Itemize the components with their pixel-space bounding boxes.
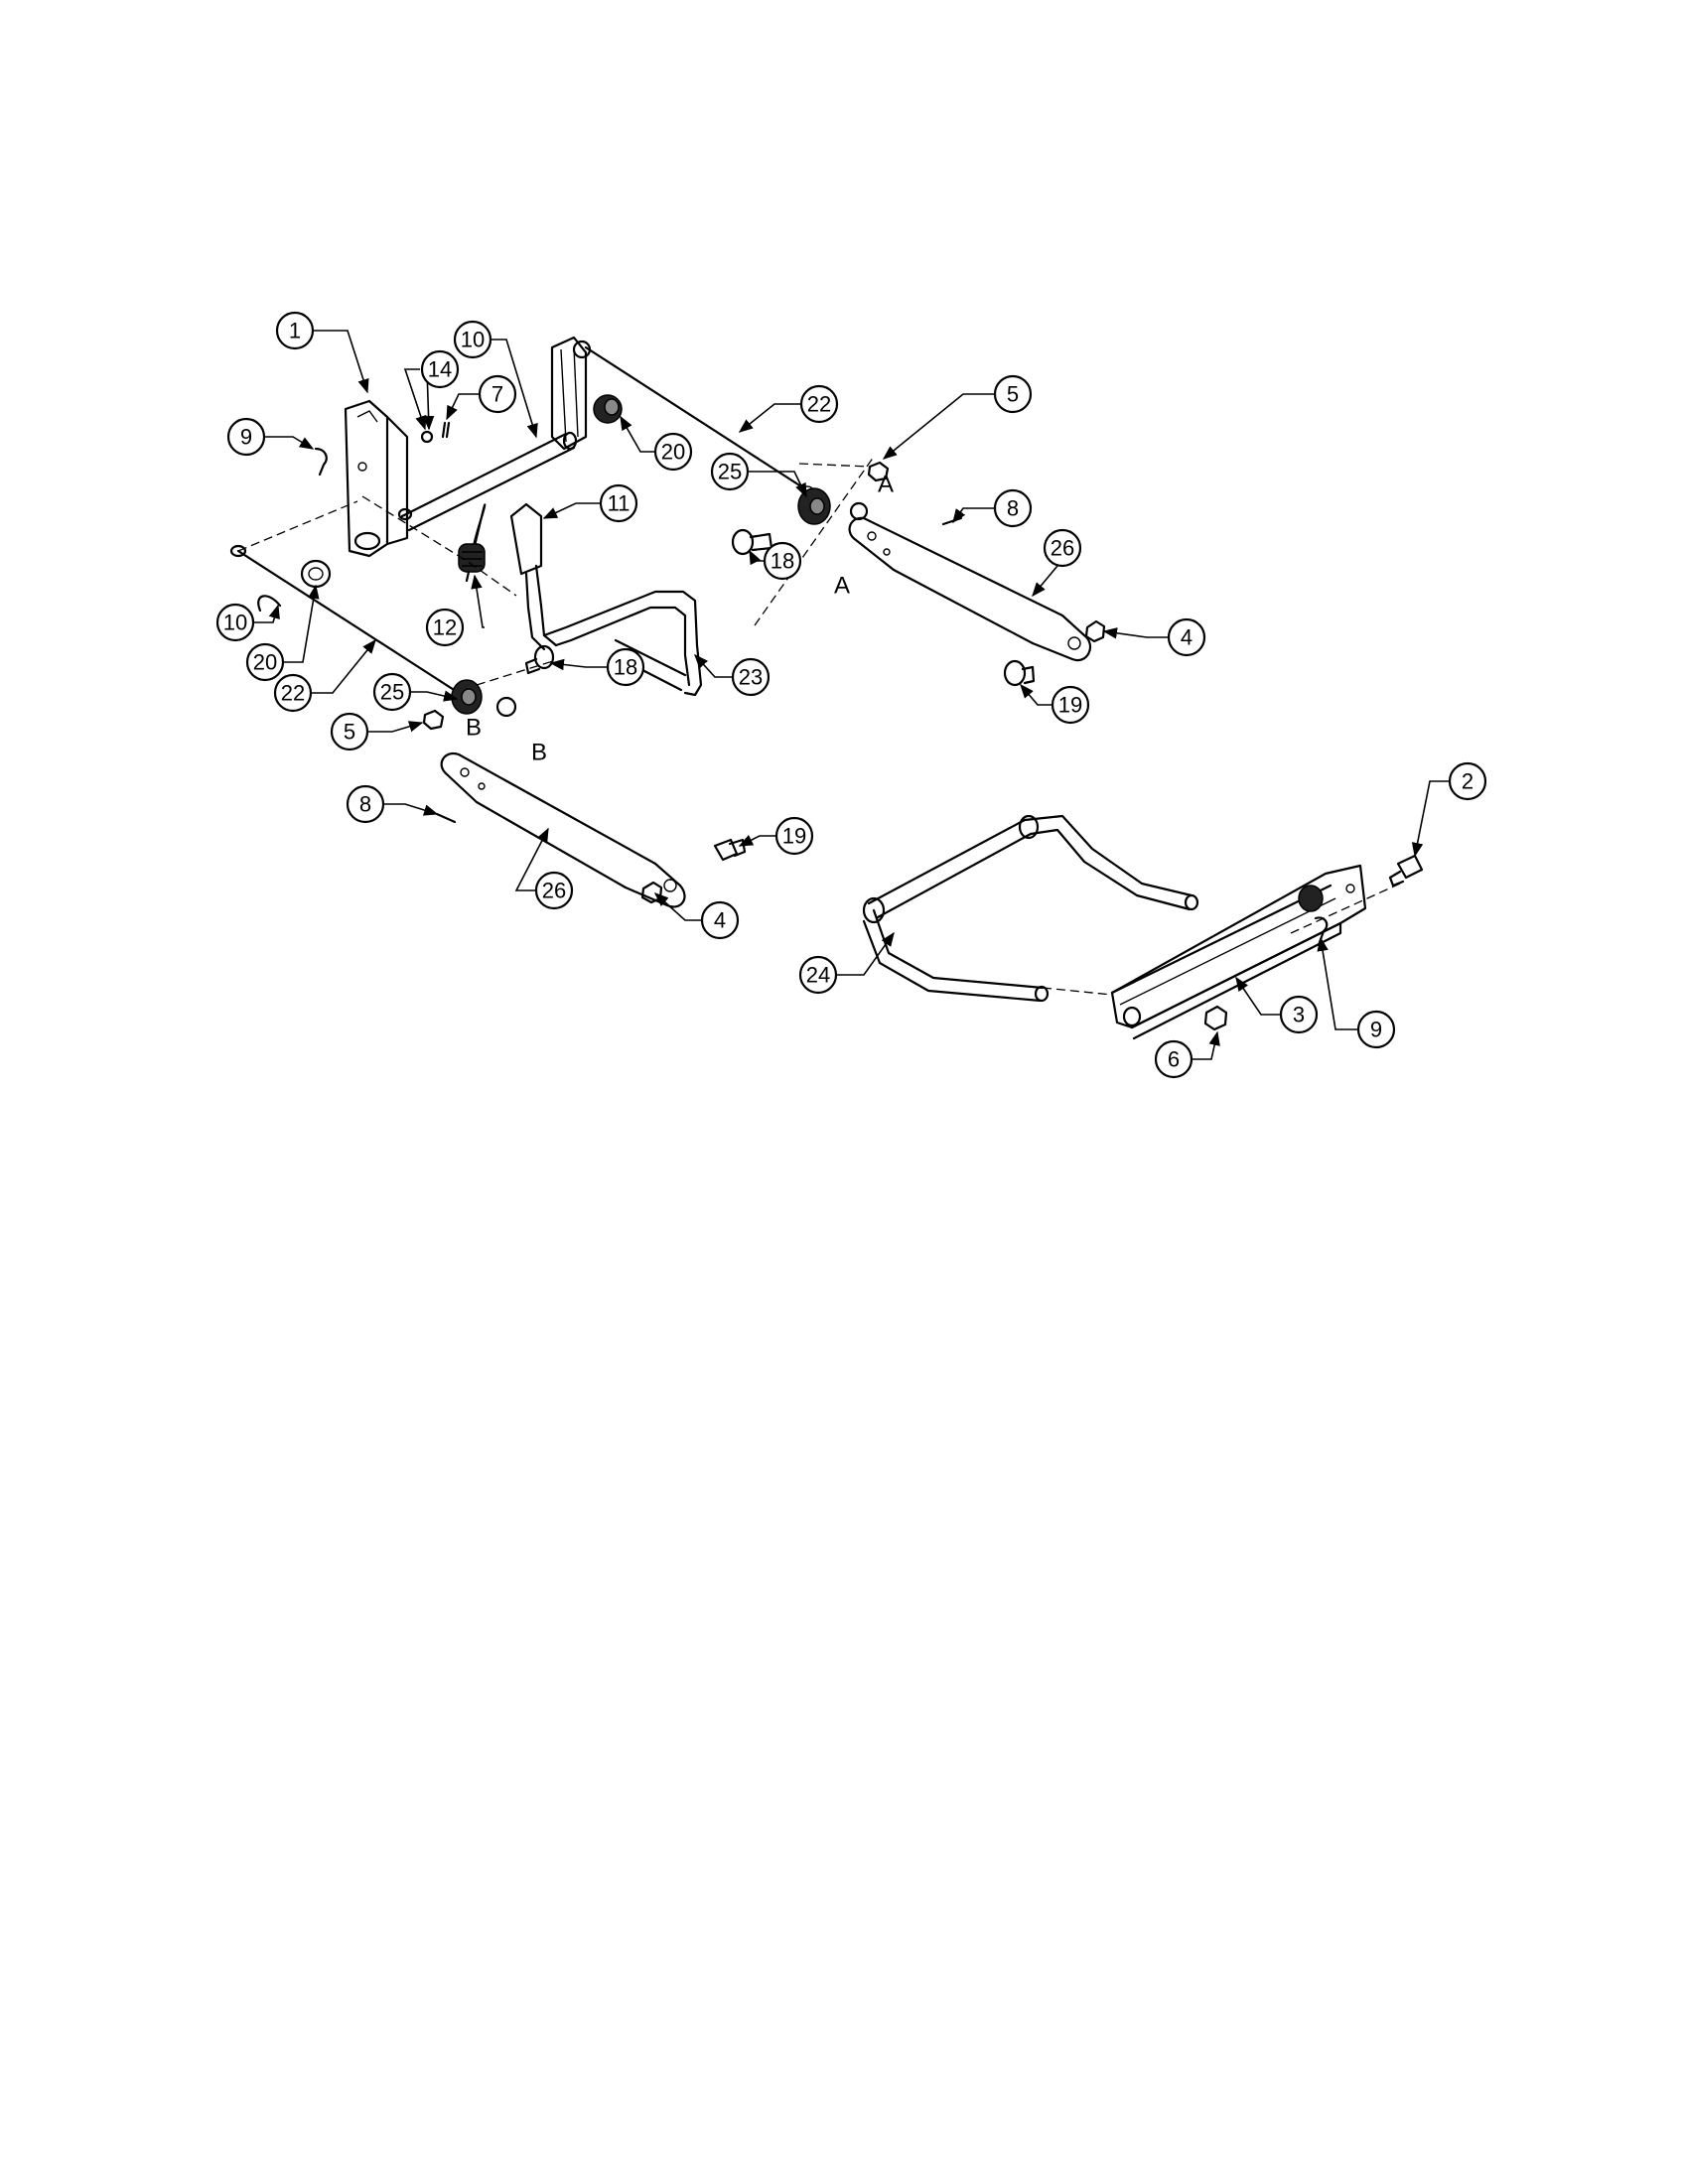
callout-8: 8 xyxy=(346,784,385,824)
hair-pin-left xyxy=(314,447,328,477)
svg-text:19: 19 xyxy=(782,824,806,849)
ref-letter-a-lower: A xyxy=(834,573,850,600)
callout-19: 19 xyxy=(774,816,814,856)
cotter-pin-upper xyxy=(941,516,963,526)
callout-7: 7 xyxy=(478,374,517,414)
bolt-arm-upper xyxy=(1003,659,1036,687)
callout-22: 22 xyxy=(799,384,839,424)
callout-2: 2 xyxy=(1448,761,1487,801)
svg-text:5: 5 xyxy=(344,720,355,745)
callout-20: 20 xyxy=(245,642,285,682)
svg-text:18: 18 xyxy=(614,655,637,680)
svg-text:8: 8 xyxy=(359,792,371,817)
ref-letter-b-lower: B xyxy=(531,740,547,766)
svg-text:5: 5 xyxy=(1007,382,1019,407)
callout-4: 4 xyxy=(1167,617,1206,657)
svg-text:2: 2 xyxy=(1462,769,1474,794)
svg-text:25: 25 xyxy=(380,680,404,705)
svg-text:4: 4 xyxy=(714,908,726,933)
callout-4: 4 xyxy=(700,900,740,940)
svg-text:3: 3 xyxy=(1293,1003,1305,1027)
callout-6: 6 xyxy=(1154,1039,1193,1079)
channel-plate xyxy=(1110,864,1367,1040)
svg-text:24: 24 xyxy=(806,963,830,988)
bracket-plate xyxy=(344,399,413,558)
svg-text:4: 4 xyxy=(1181,625,1193,650)
svg-text:14: 14 xyxy=(428,357,452,382)
callout-26: 26 xyxy=(534,871,574,910)
callout-5: 5 xyxy=(993,374,1033,414)
callout-10: 10 xyxy=(453,320,492,359)
nut-arm-upper xyxy=(1084,619,1106,643)
svg-text:18: 18 xyxy=(771,549,794,574)
callout-5: 5 xyxy=(330,712,369,751)
callout-26: 26 xyxy=(1043,528,1082,568)
clip-lower xyxy=(257,595,282,613)
svg-text:23: 23 xyxy=(739,665,763,690)
callout-8: 8 xyxy=(993,488,1033,528)
svg-text:12: 12 xyxy=(433,615,457,640)
svg-text:26: 26 xyxy=(1051,536,1074,561)
svg-text:20: 20 xyxy=(661,440,685,465)
callout-14: 14 xyxy=(420,349,460,389)
callout-10: 10 xyxy=(215,603,255,642)
callout-9: 9 xyxy=(226,417,266,457)
callout-3: 3 xyxy=(1279,995,1319,1034)
svg-text:8: 8 xyxy=(1007,496,1019,521)
nut-lower xyxy=(422,709,445,731)
pulley-lower xyxy=(451,679,517,718)
svg-text:9: 9 xyxy=(240,425,252,450)
nut-6 xyxy=(1203,1005,1228,1031)
rod-lower xyxy=(229,544,464,697)
callout-18: 18 xyxy=(763,541,802,581)
callout-11: 11 xyxy=(599,483,638,523)
callout-20: 20 xyxy=(653,432,693,472)
nut-upper xyxy=(867,461,890,482)
svg-text:11: 11 xyxy=(608,491,631,516)
bolt-2 xyxy=(1388,854,1424,887)
callout-9: 9 xyxy=(1356,1010,1396,1049)
lift-shaft xyxy=(862,814,1199,1003)
svg-text:25: 25 xyxy=(718,460,742,484)
svg-text:19: 19 xyxy=(1058,693,1082,718)
callout-1: 1 xyxy=(275,311,315,350)
callout-25: 25 xyxy=(710,452,750,491)
arm-upper xyxy=(848,516,1091,662)
svg-text:9: 9 xyxy=(1370,1018,1382,1042)
callout-18: 18 xyxy=(606,647,645,687)
bolt-lower xyxy=(524,644,555,675)
svg-text:7: 7 xyxy=(491,382,503,407)
handle-lever xyxy=(509,502,703,697)
callout-22: 22 xyxy=(273,673,313,713)
svg-text:6: 6 xyxy=(1168,1047,1180,1072)
ref-letter-a-upper: A xyxy=(878,472,894,498)
bushing-upper xyxy=(593,394,623,424)
svg-text:1: 1 xyxy=(289,319,301,343)
pivot-bracket xyxy=(550,336,592,451)
callout-25: 25 xyxy=(372,672,412,712)
bolt-arm-lower xyxy=(713,838,747,862)
svg-text:22: 22 xyxy=(281,681,305,706)
bolt-upper xyxy=(731,528,773,556)
svg-text:22: 22 xyxy=(807,392,831,417)
leader-lines xyxy=(253,330,1450,1060)
ref-letter-b-upper: B xyxy=(466,715,482,742)
svg-text:26: 26 xyxy=(542,879,566,903)
callout-23: 23 xyxy=(731,657,771,697)
bushing-lower xyxy=(300,559,332,589)
cotter-pin-7 xyxy=(441,421,451,439)
cotter-pin-lower xyxy=(435,812,457,824)
spring xyxy=(458,503,487,583)
svg-text:10: 10 xyxy=(461,328,485,352)
washer-14 xyxy=(420,430,434,444)
callout-24: 24 xyxy=(798,955,838,995)
hair-pin-right xyxy=(1314,916,1329,947)
svg-text:10: 10 xyxy=(223,611,247,635)
callout-12: 12 xyxy=(425,608,465,647)
svg-text:20: 20 xyxy=(253,650,277,675)
callout-19: 19 xyxy=(1051,685,1090,725)
main-shaft xyxy=(400,431,578,532)
